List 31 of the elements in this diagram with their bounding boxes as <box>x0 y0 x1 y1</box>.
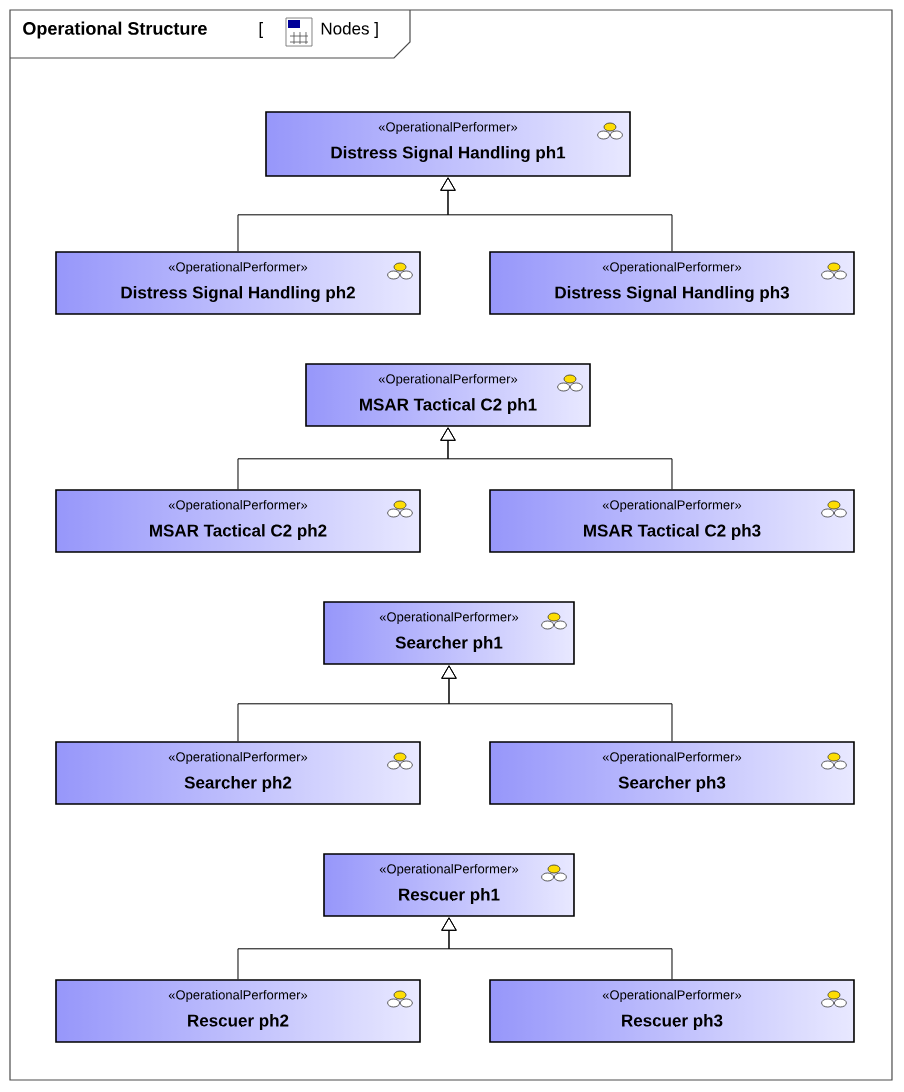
performer-box <box>305 363 591 427</box>
node-name: Searcher ph3 <box>618 776 726 792</box>
node-name: Rescuer ph2 <box>188 1014 289 1030</box>
performer-box <box>55 979 421 1043</box>
node-name: Rescuer ph3 <box>622 1014 723 1030</box>
performer-box <box>265 111 631 177</box>
tab-text: Nodes ] <box>321 22 378 38</box>
node-name: Rescuer ph1 <box>399 888 500 904</box>
tab-text: [ <box>259 22 263 38</box>
diagram-title: Operational Structure <box>23 21 207 39</box>
node-name: Distress Signal Handling ph1 <box>331 146 566 162</box>
generalization-arrow <box>441 917 673 980</box>
node-name: MSAR Tactical C2 ph3 <box>584 524 761 540</box>
node-name: Distress Signal Handling ph3 <box>555 286 789 302</box>
performer-box <box>489 979 855 1043</box>
node-name: MSAR Tactical C2 ph1 <box>360 398 537 414</box>
performer-box <box>55 251 421 315</box>
performer-box <box>489 251 855 315</box>
node-name: MSAR Tactical C2 ph2 <box>150 524 327 540</box>
generalization-arrow <box>441 665 673 742</box>
performer-box <box>55 741 421 805</box>
node-name: Searcher ph2 <box>184 776 292 792</box>
performer-box <box>323 853 575 917</box>
generalization-arrow <box>440 427 673 490</box>
node-name: Searcher ph1 <box>395 636 503 652</box>
performer-box <box>55 489 421 553</box>
performer-box <box>489 489 855 553</box>
node-name: Distress Signal Handling ph2 <box>121 286 355 302</box>
performer-box <box>489 741 855 805</box>
performer-box <box>323 601 575 665</box>
generalization-arrow <box>440 177 673 252</box>
